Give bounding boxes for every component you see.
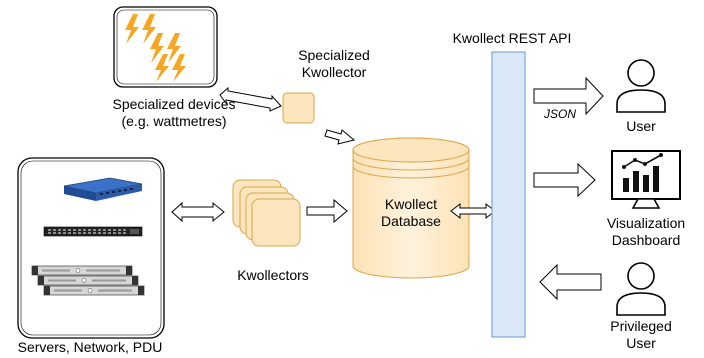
privileged-user-icon (616, 262, 666, 316)
switch-icon (63, 177, 143, 201)
double-arrow-devices-kwollector (219, 86, 282, 112)
specialized-devices-box (113, 6, 218, 88)
rack-switch-icon (43, 226, 143, 237)
specialized-devices-label: Specialized devices (e.g. wattmetres) (94, 96, 254, 130)
user-label: User (626, 118, 656, 134)
rest-api-label: Kwollect REST API (452, 30, 572, 46)
arrow-privileged-to-api (539, 263, 602, 301)
user-icon (616, 59, 666, 113)
specialized-devices-line2: (e.g. wattmetres) (121, 113, 227, 129)
arrow-api-to-user (533, 76, 604, 116)
visualization-line1: Visualization (606, 215, 686, 231)
kwollectors-stack (232, 179, 301, 247)
rack-servers-icon (31, 265, 145, 296)
privileged-user-label: Privileged User (601, 318, 681, 352)
lightning-icon (125, 14, 186, 82)
specialized-kwollector-label: Specialized Kwollector (286, 47, 382, 81)
database-label: Kwollect Database (371, 196, 451, 230)
specialized-devices-line1: Specialized devices (112, 96, 236, 112)
json-label: JSON (543, 107, 576, 121)
kwollectors-label: Kwollectors (237, 267, 309, 283)
double-arrow-servers-kwollectors (171, 201, 225, 223)
database-line1: Kwollect (384, 196, 438, 212)
visualization-label: Visualization Dashboard (591, 215, 701, 249)
database-cylinder (352, 137, 470, 279)
arrow-kwollectors-to-database (306, 198, 348, 224)
visualization-line2: Dashboard (611, 232, 681, 248)
dashboard-icon (611, 150, 681, 209)
database-line2: Database (381, 213, 441, 229)
rest-api-bar (491, 51, 526, 338)
servers-label: Servers, Network, PDU (17, 339, 163, 355)
arrow-api-to-dashboard (533, 162, 596, 198)
specialized-kwollector-box (282, 92, 315, 124)
privileged-user-line1: Privileged (610, 318, 672, 334)
specialized-kwollector-line2: Kwollector (301, 64, 367, 80)
specialized-kwollector-line1: Specialized (298, 47, 370, 63)
double-arrow-database-api (450, 202, 496, 220)
arrow-kwollector-to-database (324, 129, 356, 145)
privileged-user-line2: User (626, 335, 656, 351)
